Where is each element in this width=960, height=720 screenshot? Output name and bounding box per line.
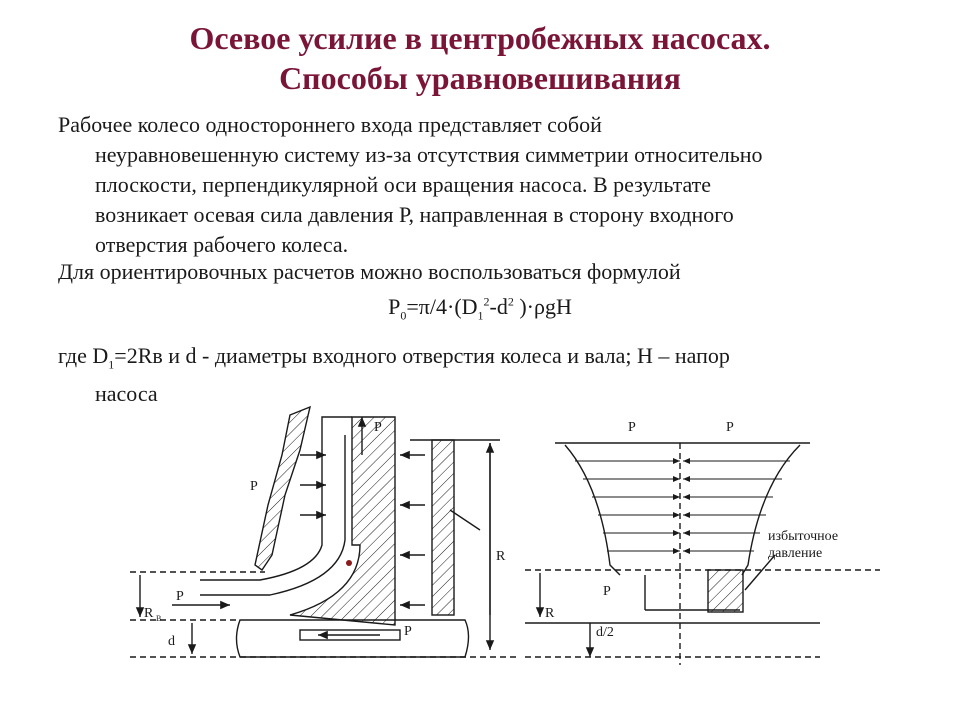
paragraph-3-line-2: насоса — [95, 381, 158, 407]
formula-p: P — [388, 294, 401, 319]
label-p2-side: P — [250, 479, 258, 494]
formula-d2-sup: 2 — [507, 294, 514, 309]
paragraph-3-text-a: где D — [58, 343, 109, 368]
impeller-channel-outer — [200, 435, 323, 581]
label-rv: R — [144, 606, 154, 621]
paragraph-3-sub: 1 — [108, 357, 115, 372]
paragraph-1-line-2: неуравновешенную систему из-за отсутстви… — [95, 142, 763, 167]
key — [299, 629, 401, 641]
formula-d-sub: 1 — [477, 308, 484, 323]
formula-p-sub: 0 — [400, 308, 407, 323]
label-overpressure-1: избыточное — [768, 529, 838, 544]
impeller-disc — [289, 416, 396, 626]
impeller-top — [321, 416, 352, 435]
label-p0: P — [404, 624, 412, 639]
impeller-channel-mid — [200, 435, 346, 596]
label-p2-left: P — [628, 420, 636, 435]
label-pz: P — [374, 420, 382, 435]
slide-title: Осевое усилие в центробежных насосах. Сп… — [0, 18, 960, 98]
casing-left — [254, 405, 311, 571]
shaft — [235, 619, 470, 658]
contact-point — [346, 560, 352, 566]
overpressure-leader — [744, 554, 776, 591]
left-diagram — [130, 405, 520, 658]
casing-right — [431, 439, 455, 616]
overpressure-area — [707, 569, 744, 613]
label-p1-right: P — [603, 584, 611, 599]
title-line-1: Осевое усилие в центробежных насосах. — [189, 20, 771, 56]
paragraph-1-line-1: Рабочее колесо одностороннего входа пред… — [58, 112, 602, 137]
label-p2-right: P — [726, 420, 734, 435]
paragraph-1: Рабочее колесо одностороннего входа пред… — [58, 110, 918, 260]
label-rv-sub: В — [156, 614, 161, 623]
formula-d-sup: 2 — [483, 294, 490, 309]
left-labels: P P R R В P P d — [144, 420, 506, 649]
paragraph-1-line-4: возникает осевая сила давления Р, направ… — [95, 202, 734, 227]
paragraph-3-text-b: =2Rв и d - диаметры входного отверстия к… — [114, 343, 730, 368]
formula-tail-2: )·ρgH — [513, 294, 572, 319]
label-p1: P — [176, 589, 184, 604]
label-overpressure-2: давление — [768, 546, 822, 561]
formula-tail-1: -d — [489, 294, 508, 319]
pressure-lines — [575, 458, 790, 554]
label-r2: R — [496, 549, 506, 564]
pump-diagrams: P P R R В P P d — [130, 405, 880, 665]
title-line-2: Способы уравновешивания — [279, 60, 681, 96]
right-labels: P P избыточное давление P R d/2 — [545, 420, 838, 640]
paragraph-3: где D1=2Rв и d - диаметры входного отвер… — [58, 341, 918, 409]
label-d: d — [168, 634, 175, 649]
right-diagram — [525, 442, 880, 665]
paragraph-1-line-3: плоскости, перпендикулярной оси вращения… — [95, 172, 712, 197]
paragraph-2: Для ориентировочных расчетов можно воспо… — [58, 259, 681, 284]
formula: P0=π/4·(D12-d2 )·ρgH — [0, 294, 960, 323]
leader-line — [449, 509, 481, 531]
label-r1: R — [545, 606, 555, 621]
formula-mid: =π/4·(D — [406, 294, 478, 319]
left-curve — [564, 444, 621, 576]
paragraph-1-line-5: отверстия рабочего колеса. — [95, 232, 349, 257]
right-curve — [741, 444, 801, 576]
label-d2: d/2 — [596, 625, 614, 640]
